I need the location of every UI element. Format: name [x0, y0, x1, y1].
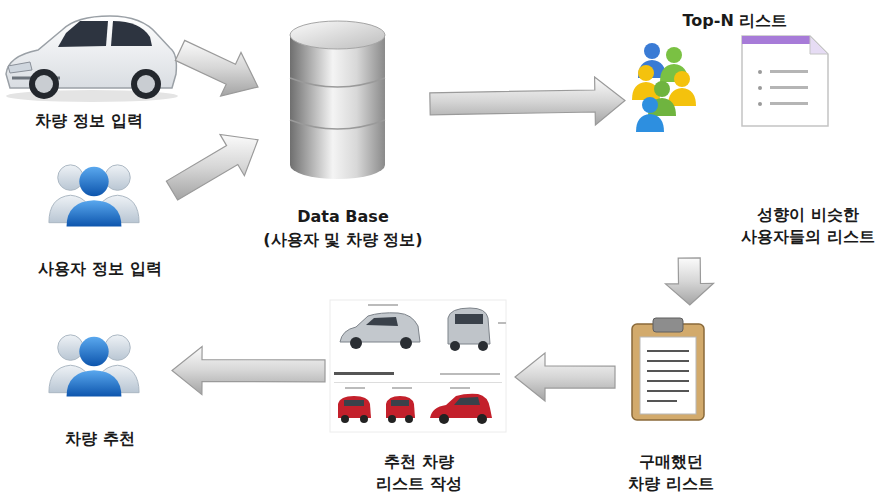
document-icon	[742, 36, 828, 126]
database-cylinder	[290, 21, 385, 179]
block-arrow	[166, 134, 258, 200]
icon-node: Data Base(사용자 및 차량 정보)	[258, 15, 430, 255]
user-icon	[49, 335, 139, 397]
block-arrow	[515, 353, 615, 401]
block-arrow	[430, 77, 625, 125]
car-picture	[6, 16, 178, 102]
node-label: 차량 정보 입력	[0, 110, 178, 132]
icon-node: 구매했던 차량 리스트	[615, 305, 725, 500]
node-label: 구매했던 차량 리스트	[624, 451, 718, 495]
node-label: Top-N 리스트	[665, 10, 805, 32]
node-label: 사용자 정보 입력	[30, 258, 170, 280]
node-label: 차량 추천	[30, 428, 170, 450]
car-list-screenshot	[330, 300, 506, 432]
node-label: 성향이 비슷한 사용자들의 리스트	[733, 204, 883, 248]
icon-node: 추천 차량 리스트 작성	[325, 295, 515, 500]
icon-node: 사용자 정보 입력	[30, 155, 172, 282]
node-label: Data Base	[258, 206, 428, 228]
icon-node: 차량 정보 입력	[0, 0, 180, 140]
icon-node: Top-N 리스트성향이 비슷한 사용자들의 리스트	[625, 8, 887, 258]
user-icon	[49, 165, 139, 227]
block-arrow	[172, 347, 325, 395]
node-label: (사용자 및 차량 정보)	[258, 229, 428, 251]
block-arrow	[175, 40, 258, 96]
icon-node: 차량 추천	[30, 325, 172, 455]
clipboard-icon	[632, 318, 704, 420]
node-label: 추천 차량 리스트 작성	[365, 451, 473, 495]
people-group	[632, 43, 696, 132]
block-arrow	[666, 258, 714, 305]
